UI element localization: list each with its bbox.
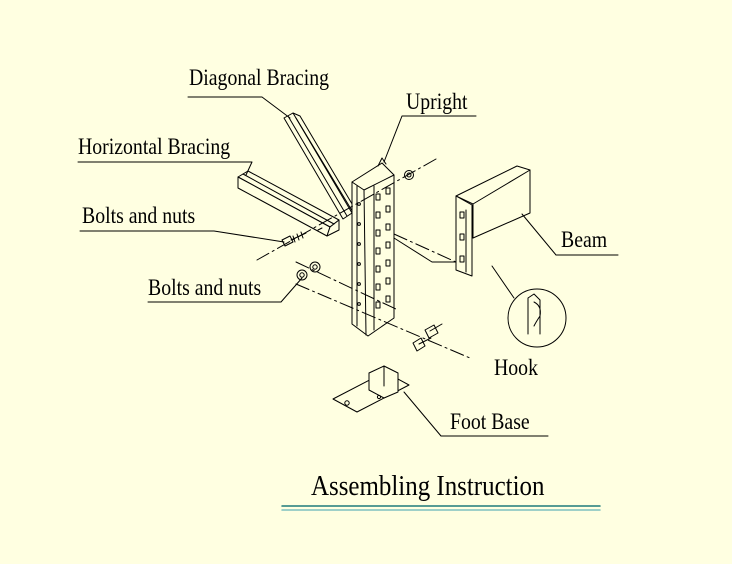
label-diagonal-bracing: Diagonal Bracing xyxy=(189,65,330,90)
alignment-lines xyxy=(256,158,471,359)
label-foot-base: Foot Base xyxy=(450,409,530,434)
foot-base xyxy=(332,365,410,413)
label-bolts-and-nuts-upper: Bolts and nuts xyxy=(82,203,196,228)
diagonal-bracing xyxy=(283,112,359,220)
beam xyxy=(455,165,531,277)
label-bolts-and-nuts-lower: Bolts and nuts xyxy=(148,275,262,300)
horizontal-bracing xyxy=(237,170,340,237)
label-hook: Hook xyxy=(494,355,538,380)
label-beam: Beam xyxy=(561,227,608,252)
leader-lines xyxy=(77,96,619,437)
hook-detail xyxy=(491,265,567,348)
label-horizontal-bracing: Horizontal Bracing xyxy=(78,134,231,159)
upright xyxy=(351,157,395,337)
label-upright: Upright xyxy=(406,89,468,114)
diagram-title: Assembling Instruction xyxy=(311,470,545,502)
